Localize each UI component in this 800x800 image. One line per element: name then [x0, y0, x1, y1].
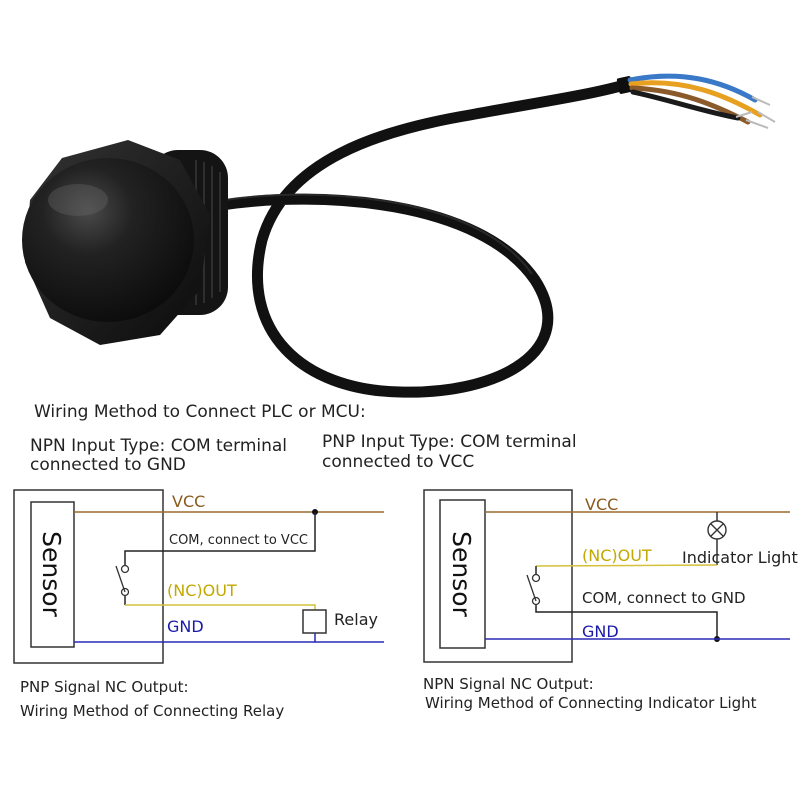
right-gnd-label: GND: [582, 622, 619, 641]
indicator-lamp-icon: [707, 520, 727, 540]
pnp-input-line1: PNP Input Type: COM terminal: [322, 432, 577, 452]
right-sensor-box: [439, 499, 486, 649]
relay-coil-icon: [302, 609, 327, 634]
right-vcc-label: VCC: [585, 495, 618, 514]
right-wiring-diagram: Sensor VCC Indicator Light (NC)OUT COM, …: [423, 489, 798, 712]
sensor-dome: [22, 158, 194, 322]
sensor-cable: [216, 78, 634, 398]
left-caption-line1: PNP Signal NC Output:: [20, 678, 189, 696]
right-com-wire: [535, 605, 718, 638]
left-gnd-label: GND: [167, 617, 204, 636]
left-outer-box: [13, 489, 164, 664]
right-sensor-label: Sensor: [447, 531, 476, 617]
right-caption-line2: Wiring Method of Connecting Indicator Li…: [425, 694, 757, 712]
left-out-wire: [125, 604, 316, 610]
left-out-label: (NC)OUT: [167, 581, 237, 600]
indicator-light-label: Indicator Light: [682, 548, 798, 567]
right-out-label: (NC)OUT: [582, 546, 652, 565]
left-vcc-label: VCC: [172, 492, 205, 511]
proximity-sensor-photo: [22, 73, 776, 398]
left-com-wire: [124, 512, 316, 566]
left-wiring-diagram: Sensor VCC COM, connect to VCC (NC)OUT R…: [13, 489, 384, 720]
npn-input-line1: NPN Input Type: COM terminal: [30, 436, 287, 456]
left-switch-contact: [115, 564, 130, 605]
left-com-label: COM, connect to VCC: [169, 533, 308, 548]
left-sensor-box: [30, 501, 75, 648]
right-outer-box: [423, 489, 573, 663]
pnp-input-line2: connected to VCC: [322, 452, 474, 472]
right-switch-contact: [526, 566, 541, 606]
left-caption-line2: Wiring Method of Connecting Relay: [20, 702, 284, 720]
lead-wires: [627, 73, 776, 129]
right-caption-line1: NPN Signal NC Output:: [423, 675, 594, 693]
relay-label: Relay: [334, 610, 378, 629]
right-out-wire: [535, 564, 718, 567]
right-com-label: COM, connect to GND: [582, 589, 746, 607]
npn-input-line2: connected to GND: [30, 455, 186, 475]
wiring-heading: Wiring Method to Connect PLC or MCU:: [34, 402, 366, 422]
left-sensor-label: Sensor: [37, 531, 66, 617]
